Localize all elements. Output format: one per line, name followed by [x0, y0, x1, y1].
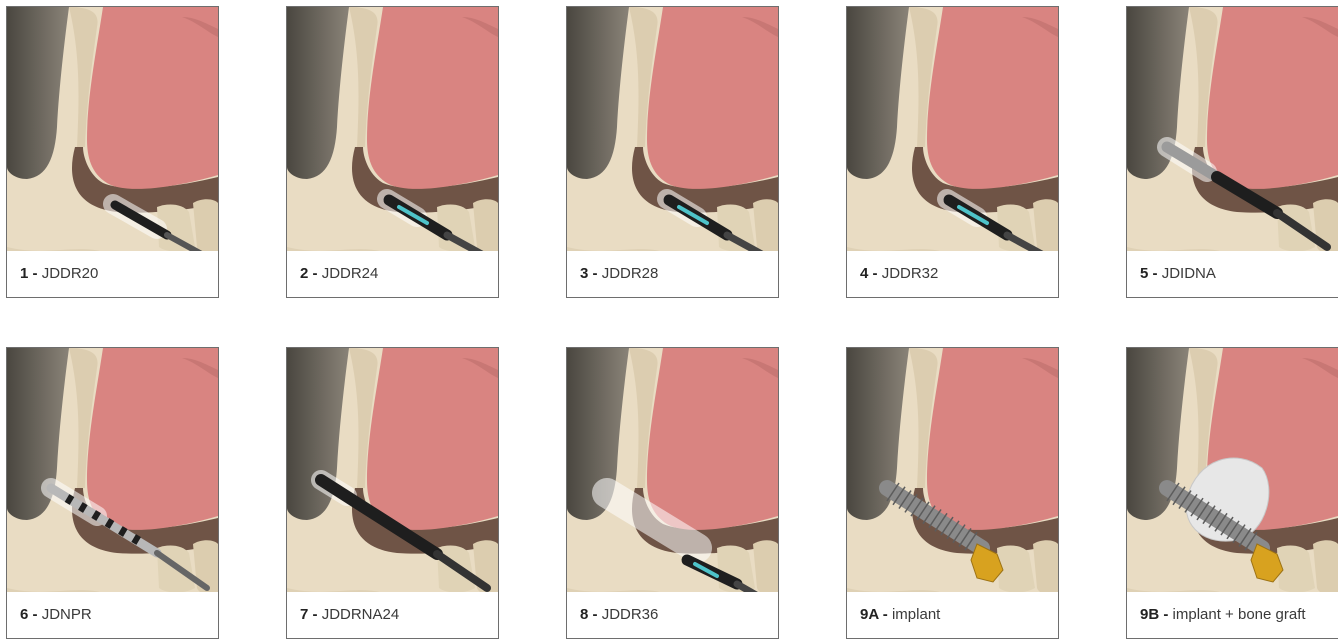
caption-separator: -	[1159, 606, 1172, 623]
step-number: 9A	[860, 606, 879, 623]
step-number: 9B	[1140, 606, 1159, 623]
caption-separator: -	[1148, 265, 1161, 282]
probe-mark	[107, 522, 112, 525]
caption-separator: -	[868, 265, 881, 282]
step-label: JDDRNA24	[322, 606, 400, 623]
caption-separator: -	[28, 606, 41, 623]
step-caption: 3 - JDDR28	[567, 251, 778, 297]
step-panel-2: 2 - JDDR24	[286, 6, 499, 298]
sinus-membrane	[647, 7, 778, 189]
step-panel-9a: 9A - implant	[846, 347, 1059, 639]
step-label: JDDR20	[42, 265, 99, 282]
step-panel-4: 4 - JDDR32	[846, 6, 1059, 298]
step-caption: 6 - JDNPR	[7, 592, 218, 638]
step-caption: 5 - JDIDNA	[1127, 251, 1338, 297]
step-caption: 2 - JDDR24	[287, 251, 498, 297]
step-label: JDDR28	[602, 265, 659, 282]
caption-separator: -	[588, 265, 601, 282]
step-caption: 8 - JDDR36	[567, 592, 778, 638]
sinus-membrane	[1207, 7, 1338, 189]
step-label: JDDR32	[882, 265, 939, 282]
step-panel-7: 7 - JDDRNA24	[286, 347, 499, 639]
step-panel-9b: 9B - implant + bone graft	[1126, 347, 1338, 639]
sinus-membrane	[367, 348, 498, 530]
caption-separator: -	[308, 265, 321, 282]
caption-separator: -	[308, 606, 321, 623]
step-label: JDDR24	[322, 265, 379, 282]
probe-mark	[94, 514, 99, 517]
step-label: implant	[892, 606, 940, 623]
sinus-membrane	[927, 348, 1058, 530]
caption-separator: -	[588, 606, 601, 623]
sinus-membrane	[367, 7, 498, 189]
sinus-membrane	[647, 348, 778, 530]
probe-mark	[80, 506, 85, 509]
step-panel-5: 5 - JDIDNA	[1126, 6, 1338, 298]
step-label: JDNPR	[42, 606, 92, 623]
sinus-membrane	[87, 348, 218, 530]
step-caption: 4 - JDDR32	[847, 251, 1058, 297]
caption-separator: -	[28, 265, 41, 282]
probe-mark	[120, 530, 125, 533]
step-panel-6: 6 - JDNPR	[6, 347, 219, 639]
step-label: implant + bone graft	[1173, 606, 1306, 623]
step-panel-8: 8 - JDDR36	[566, 347, 779, 639]
probe-mark	[67, 498, 72, 501]
caption-separator: -	[879, 606, 892, 623]
step-caption: 1 - JDDR20	[7, 251, 218, 297]
probe-mark	[134, 538, 139, 541]
step-caption: 7 - JDDRNA24	[287, 592, 498, 638]
step-panel-3: 3 - JDDR28	[566, 6, 779, 298]
sinus-membrane	[927, 7, 1058, 189]
step-label: JDIDNA	[1162, 265, 1216, 282]
step-caption: 9A - implant	[847, 592, 1058, 638]
step-label: JDDR36	[602, 606, 659, 623]
step-panel-1: 1 - JDDR20	[6, 6, 219, 298]
sinus-membrane	[87, 7, 218, 189]
step-caption: 9B - implant + bone graft	[1127, 592, 1338, 638]
